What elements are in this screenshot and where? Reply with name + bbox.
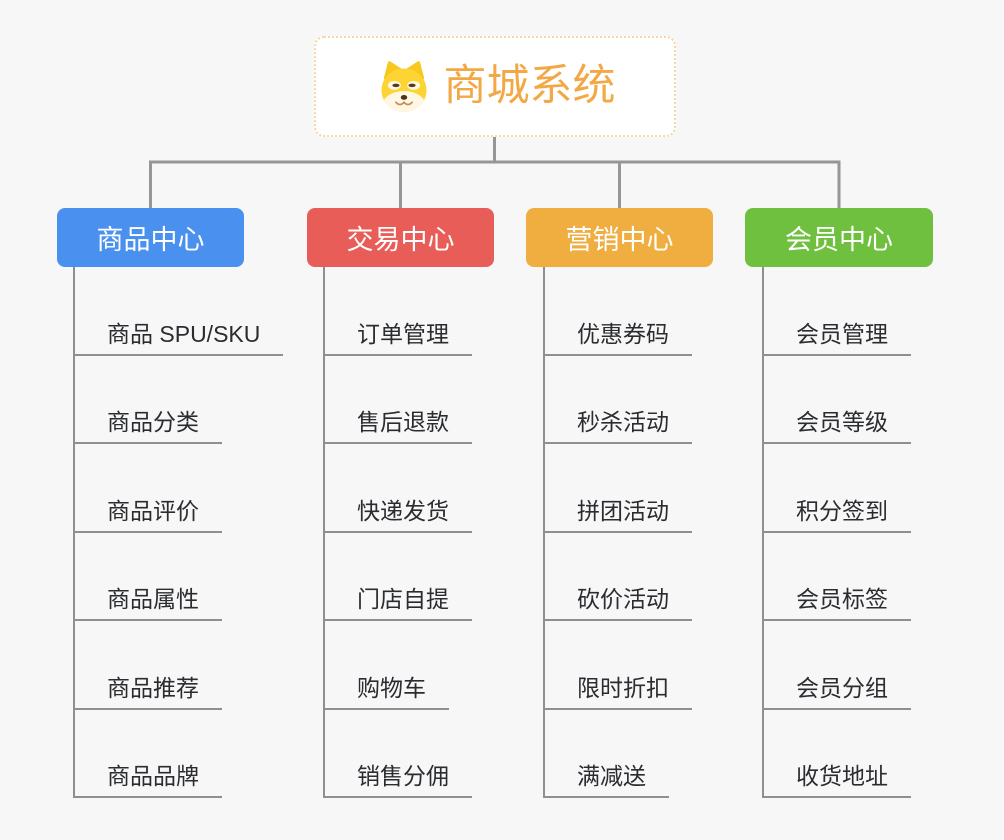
child-node[interactable]: 收货地址	[762, 761, 911, 798]
child-node[interactable]: 门店自提	[323, 584, 472, 621]
child-node[interactable]: 砍价活动	[543, 584, 692, 621]
child-node[interactable]: 会员标签	[762, 584, 911, 621]
branch-children-marketing-center: 优惠券码 秒杀活动 拼团活动 砍价活动 限时折扣 满减送	[543, 267, 783, 807]
child-node[interactable]: 会员等级	[762, 407, 911, 444]
child-node[interactable]: 商品推荐	[73, 673, 222, 710]
child-node[interactable]: 商品 SPU/SKU	[73, 319, 284, 356]
child-node[interactable]: 拼团活动	[543, 496, 692, 533]
child-node[interactable]: 商品评价	[73, 496, 222, 533]
branch-children-product-center: 商品 SPU/SKU 商品分类 商品评价 商品属性 商品推荐 商品品牌	[73, 267, 313, 807]
branch-children-member-center: 会员管理 会员等级 积分签到 会员标签 会员分组 收货地址	[762, 267, 1002, 807]
branch-node-trade-center[interactable]: 交易中心	[307, 208, 494, 267]
branch-node-member-center[interactable]: 会员中心	[745, 208, 933, 267]
dog-face-icon	[380, 60, 427, 112]
child-node[interactable]: 售后退款	[323, 407, 472, 444]
child-node[interactable]: 会员分组	[762, 673, 911, 710]
root-title: 商城系统	[443, 62, 616, 110]
child-node[interactable]: 销售分佣	[323, 761, 472, 798]
branch-children-trade-center: 订单管理 售后退款 快递发货 门店自提 购物车 销售分佣	[323, 267, 563, 807]
child-node[interactable]: 秒杀活动	[543, 407, 692, 444]
branch-node-marketing-center[interactable]: 营销中心	[526, 208, 713, 267]
child-node[interactable]: 订单管理	[323, 319, 472, 356]
child-node[interactable]: 商品分类	[73, 407, 222, 444]
child-node[interactable]: 会员管理	[762, 319, 911, 356]
child-node[interactable]: 快递发货	[323, 496, 472, 533]
child-node[interactable]: 满减送	[543, 761, 669, 798]
child-node[interactable]: 优惠券码	[543, 319, 692, 356]
root-node[interactable]: 商城系统	[314, 36, 676, 137]
child-node[interactable]: 商品属性	[73, 584, 222, 621]
child-node[interactable]: 购物车	[323, 673, 449, 710]
child-node[interactable]: 商品品牌	[73, 761, 222, 798]
branch-node-product-center[interactable]: 商品中心	[57, 208, 244, 267]
child-node[interactable]: 积分签到	[762, 496, 911, 533]
child-node[interactable]: 限时折扣	[543, 673, 692, 710]
